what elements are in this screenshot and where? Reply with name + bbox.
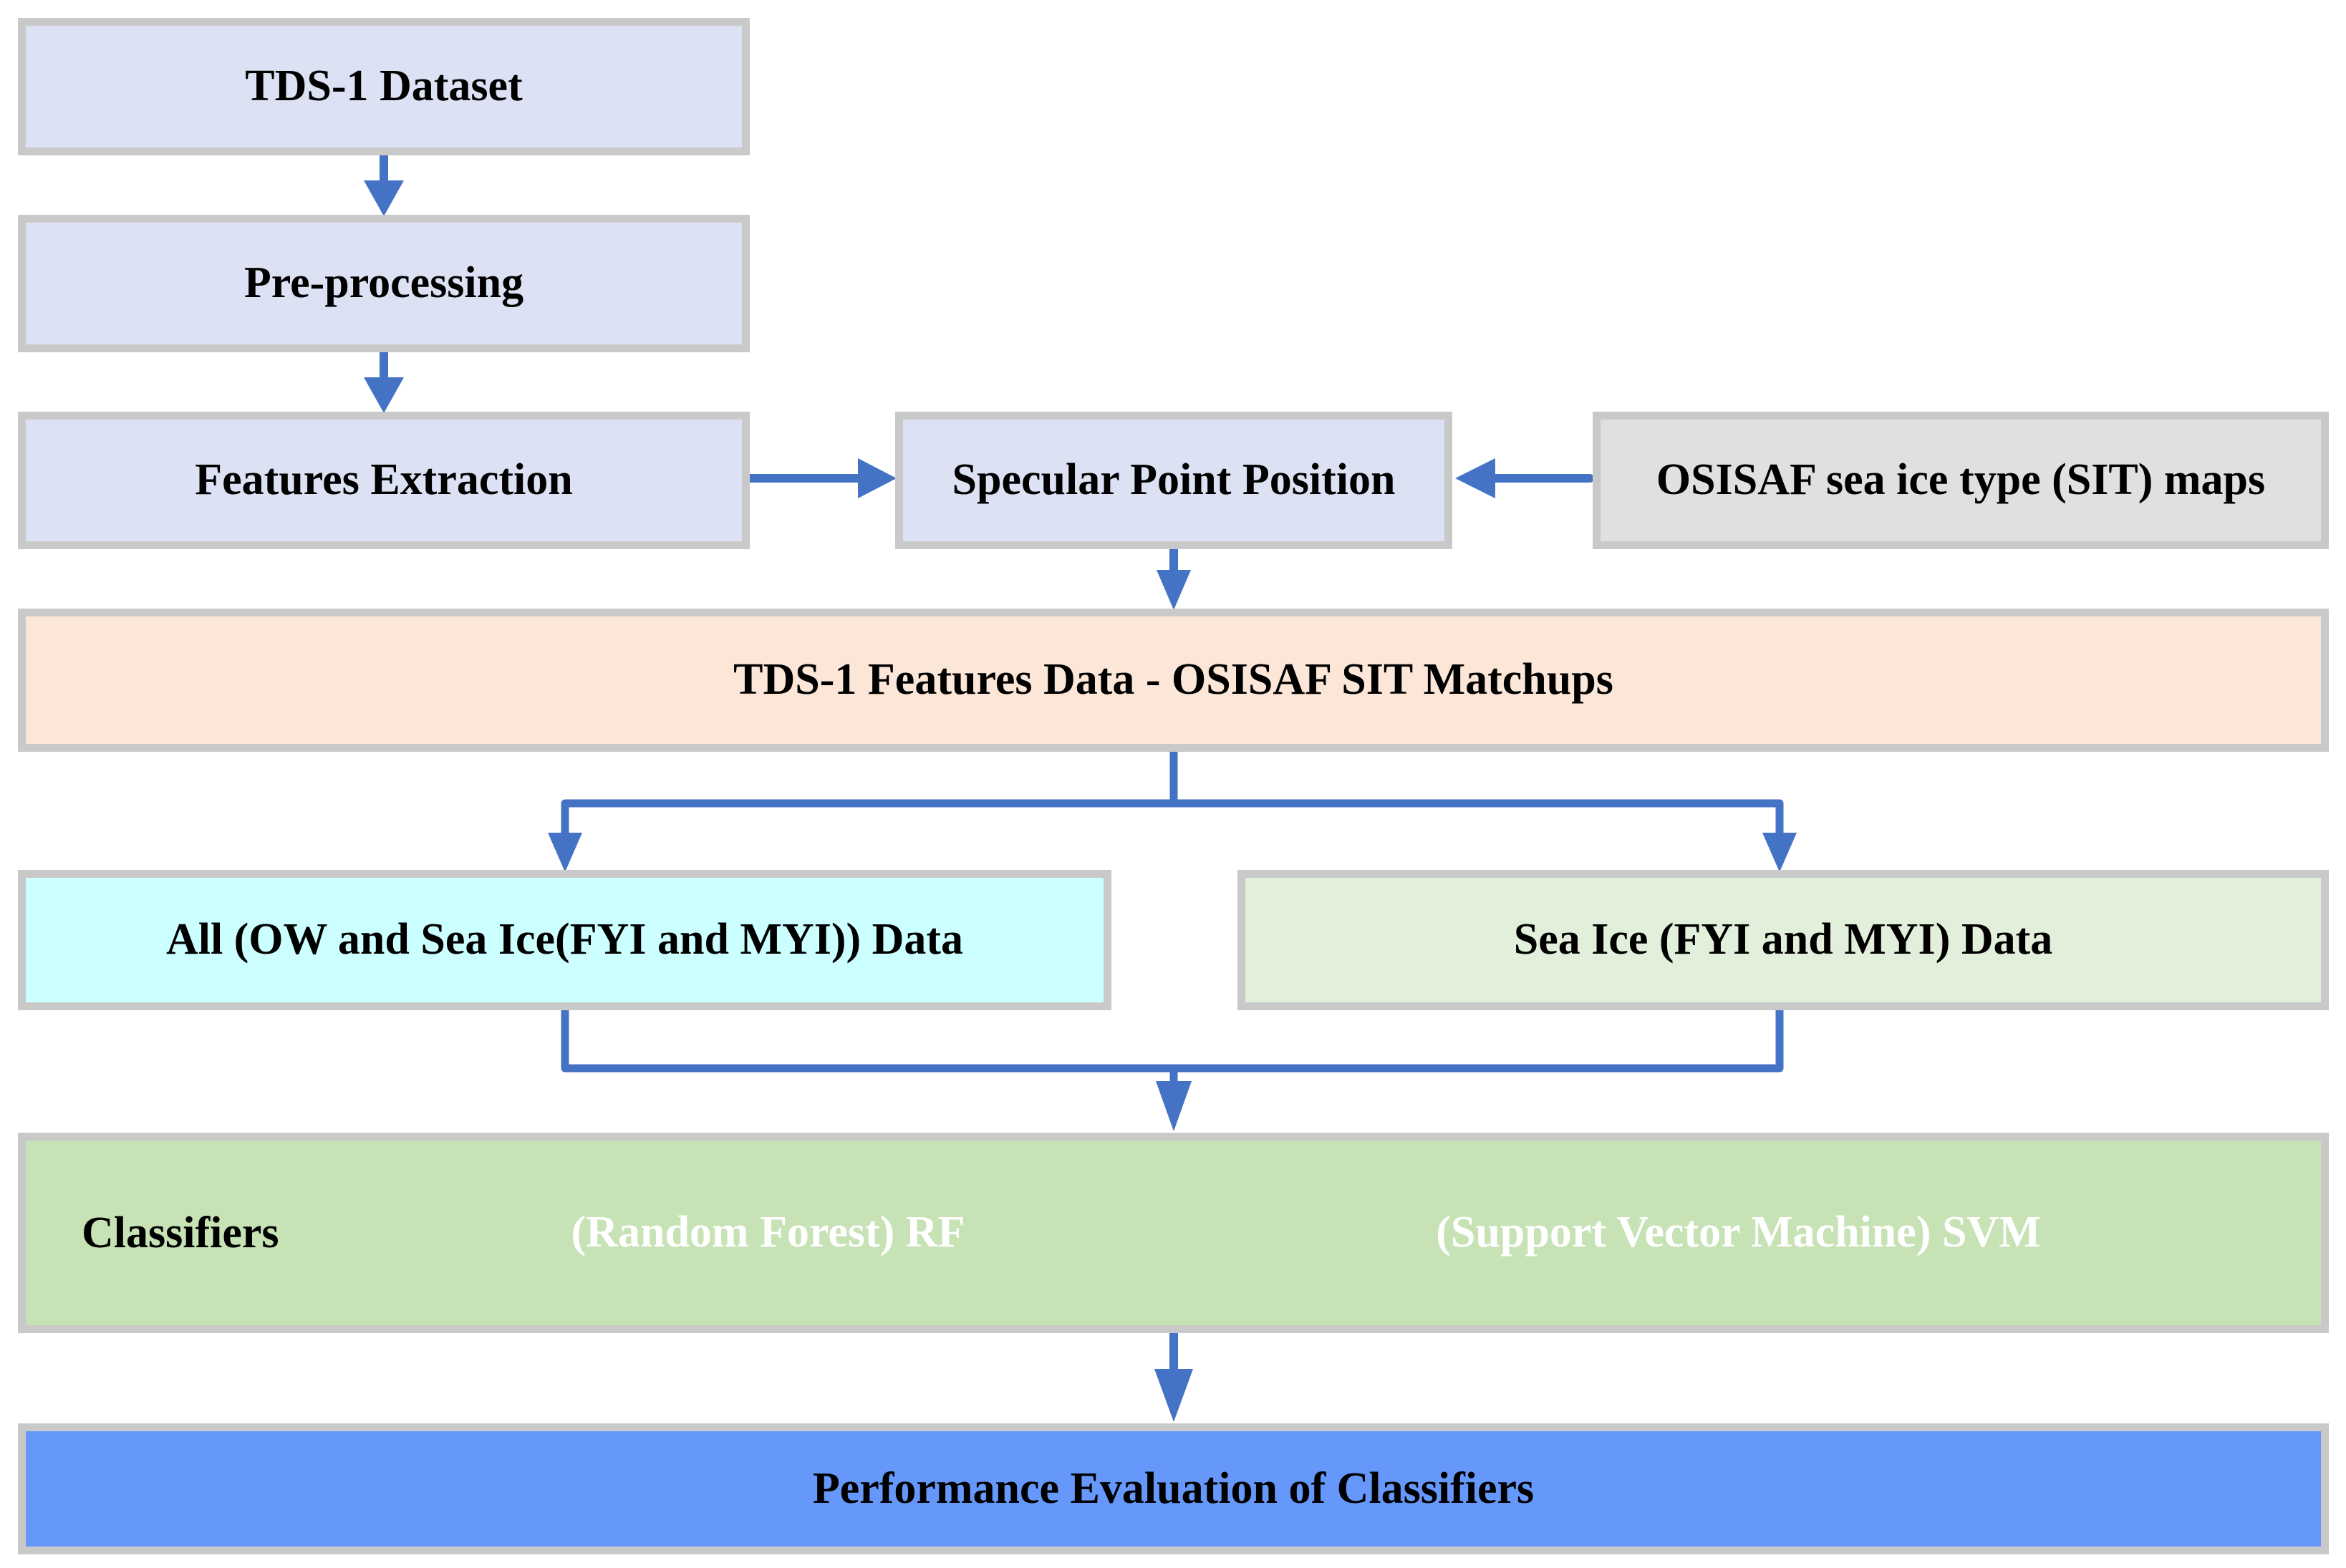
node-all-data: All (OW and Sea Ice(FYI and MYI)) Data bbox=[18, 870, 1111, 1010]
connector-merge-to-classifiers bbox=[561, 1004, 1784, 1131]
svm-hexagon-label: (Support Vector Machine) SVM bbox=[1436, 1207, 2041, 1257]
node-matchups-label: TDS-1 Features Data - OSISAF SIT Matchup… bbox=[733, 655, 1613, 705]
arrowhead-to-all-data bbox=[548, 833, 582, 872]
classifiers-label-wrap: Classifiers bbox=[82, 1133, 354, 1333]
node-classifiers-band bbox=[18, 1133, 2329, 1333]
node-preprocessing-label: Pre-processing bbox=[243, 258, 524, 308]
connector-matchups-branch bbox=[548, 746, 1797, 872]
arrowhead-to-sea-ice-data bbox=[1762, 833, 1797, 872]
node-matchups: TDS-1 Features Data - OSISAF SIT Matchup… bbox=[18, 609, 2329, 752]
arrow-features-to-specular bbox=[746, 458, 897, 498]
node-performance: Performance Evaluation of Classifiers bbox=[18, 1423, 2329, 1554]
node-specular-point-label: Specular Point Position bbox=[952, 455, 1396, 505]
arrow-osisaf-to-specular bbox=[1455, 458, 1594, 498]
arrow-preprocessing-to-features bbox=[364, 347, 404, 413]
arrow-specular-to-matchups bbox=[1157, 543, 1191, 610]
node-tds1-dataset-label: TDS-1 Dataset bbox=[245, 62, 523, 111]
arrow-classifiers-to-performance bbox=[1154, 1327, 1193, 1422]
node-sea-ice-data: Sea Ice (FYI and MYI) Data bbox=[1237, 870, 2329, 1010]
classifiers-label: Classifiers bbox=[82, 1208, 279, 1257]
node-specular-point: Specular Point Position bbox=[895, 412, 1452, 549]
node-features-extraction: Features Extraction bbox=[18, 412, 750, 549]
node-sea-ice-data-label: Sea Ice (FYI and MYI) Data bbox=[1513, 915, 2053, 964]
node-osisaf-maps: OSISAF sea ice type (SIT) maps bbox=[1593, 412, 2329, 549]
arrow-dataset-to-preprocessing bbox=[364, 150, 404, 216]
node-all-data-label: All (OW and Sea Ice(FYI and MYI)) Data bbox=[165, 915, 964, 964]
svm-hexagon-label-wrap: (Support Vector Machine) SVM bbox=[1328, 1168, 2148, 1296]
node-preprocessing: Pre-processing bbox=[18, 215, 750, 352]
rf-hexagon-label-wrap: (Random Forest) RF bbox=[437, 1168, 1099, 1296]
rf-hexagon-label: (Random Forest) RF bbox=[571, 1207, 965, 1257]
node-performance-label: Performance Evaluation of Classifiers bbox=[812, 1463, 1535, 1513]
node-tds1-dataset: TDS-1 Dataset bbox=[18, 18, 750, 155]
arrowhead-to-classifiers bbox=[1156, 1081, 1192, 1131]
node-features-extraction-label: Features Extraction bbox=[195, 455, 573, 505]
node-osisaf-maps-label: OSISAF sea ice type (SIT) maps bbox=[1656, 455, 2266, 505]
